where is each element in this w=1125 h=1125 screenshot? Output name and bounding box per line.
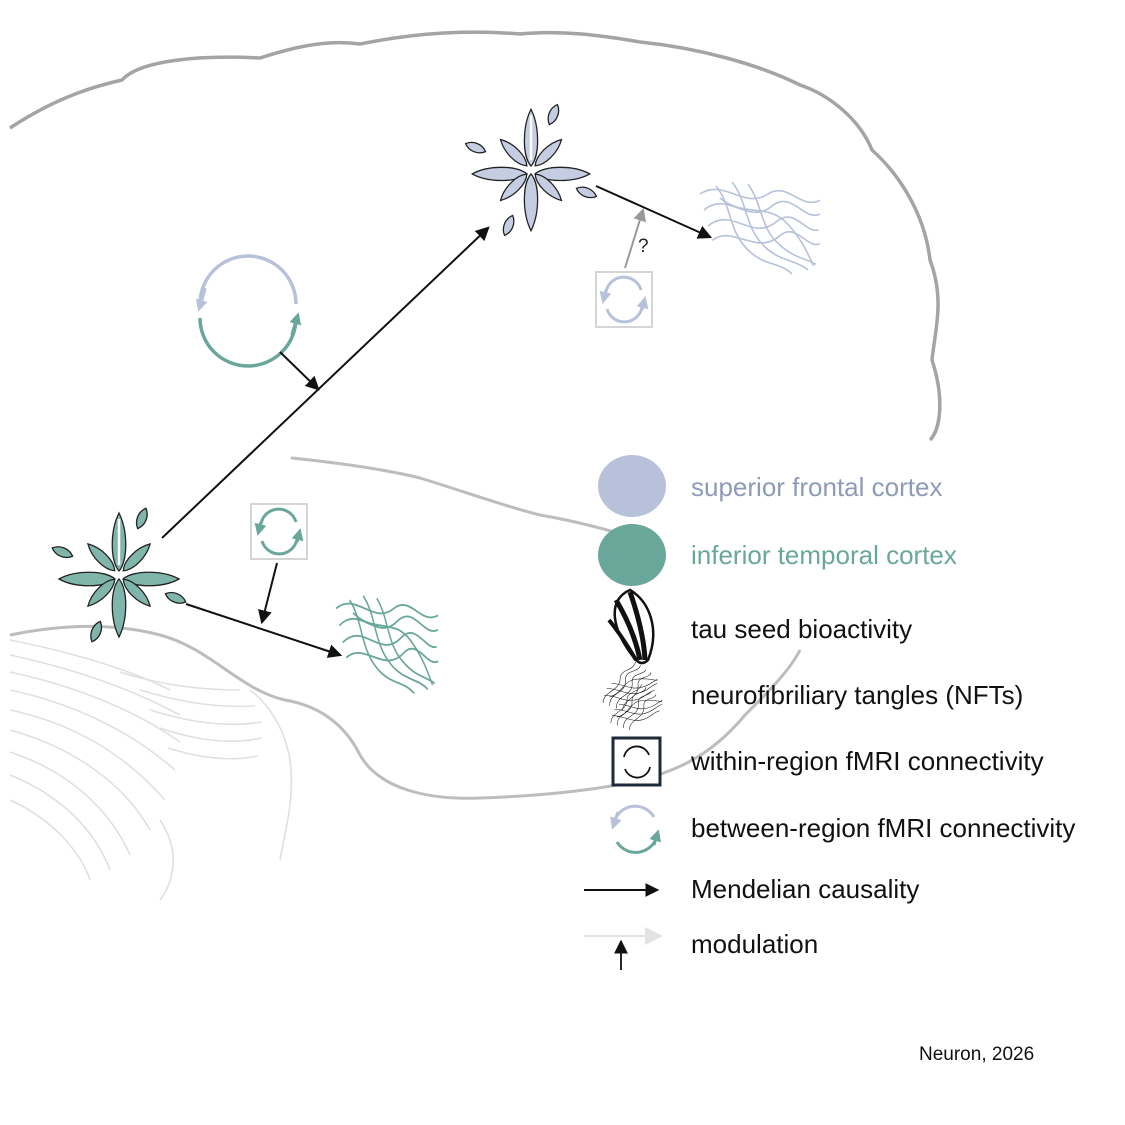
superior-frontal-tau-seed-icon	[462, 101, 600, 239]
cortex-outline	[9, 30, 942, 442]
cerebellum	[9, 639, 293, 901]
legend-label-tau-seed: tau seed bioactivity	[691, 614, 913, 644]
superior-frontal-nft-icon	[699, 181, 821, 275]
temporal-seed-to-nft-arrow	[185, 603, 343, 658]
legend-label-superior-frontal: superior frontal cortex	[691, 472, 943, 502]
legend-label-inferior-temporal: inferior temporal cortex	[691, 540, 957, 570]
inferior-temporal-nft-icon	[335, 594, 439, 695]
legend-superior-frontal-swatch	[598, 455, 666, 517]
frontal-within-region-connectivity-icon	[595, 271, 653, 328]
legend-label-mendelian: Mendelian causality	[691, 874, 920, 904]
source-credit: Neuron, 2026	[919, 1044, 1035, 1065]
legend-label-within-region: within-region fMRI connectivity	[691, 746, 1044, 776]
legend-between-region-icon	[610, 804, 662, 854]
inferior-temporal-tau-seed-icon	[49, 505, 189, 645]
brain-outline	[9, 30, 942, 901]
legend-within-region-icon	[611, 736, 662, 787]
uncertain-modulation-question-mark: ?	[638, 236, 649, 257]
legend-label-modulation: modulation	[691, 929, 819, 959]
sylvian-fissure	[290, 456, 642, 542]
legend-label-between-region: between-region fMRI connectivity	[691, 813, 1076, 843]
frontal-seed-to-nft-arrow	[595, 185, 713, 239]
temporal-lobe-outline	[9, 624, 802, 800]
temporal-to-frontal-arrow	[161, 226, 490, 539]
causal-arrows	[161, 185, 713, 658]
legend-inferior-temporal-swatch	[598, 524, 666, 586]
between-region-connectivity-cycle-icon	[195, 254, 302, 368]
temporal-within-connectivity-modulation-arrow	[258, 562, 278, 625]
between-connectivity-modulation-arrow	[279, 351, 320, 391]
frontal-within-connectivity-modulation-arrow	[624, 207, 646, 269]
legend-modulation-arrows	[584, 927, 663, 970]
temporal-within-region-connectivity-icon	[250, 503, 308, 560]
legend-tau-seed-icon	[607, 588, 655, 665]
legend-nft-icon	[598, 656, 667, 743]
legend-label-nft: neurofibriliary tangles (NFTs)	[691, 680, 1024, 710]
